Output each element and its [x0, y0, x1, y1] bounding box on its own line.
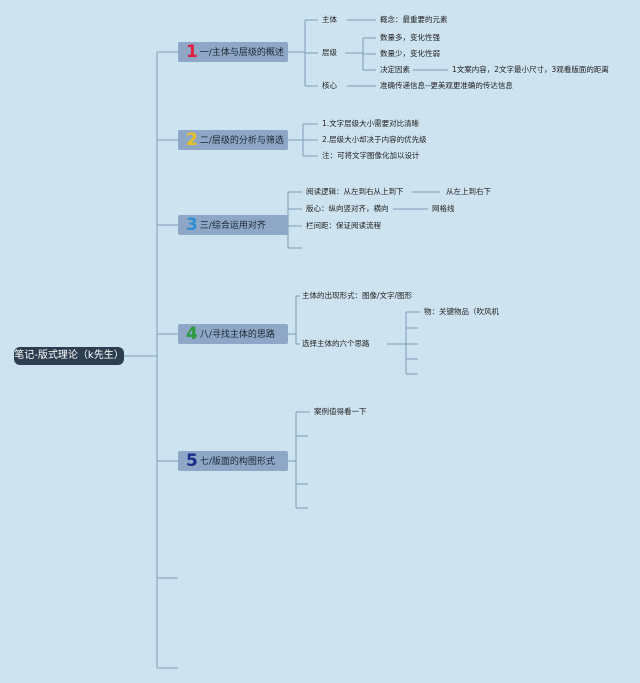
node-jueding[interactable]: 决定因素 [380, 65, 410, 74]
node-anli[interactable]: 案例值得看一下 [314, 407, 367, 416]
node-jueding-detail[interactable]: 1文案内容，2文字最小尺寸，3观看版面的距离 [452, 65, 609, 74]
node-yuedu[interactable]: 阅读逻辑：从左到右从上到下 [306, 187, 404, 196]
branch-4-number: 4 [186, 324, 198, 344]
branch-3-number: 3 [186, 215, 198, 235]
node-b2-item2[interactable]: 2.层级大小却决于内容的优先级 [322, 135, 427, 144]
branch-2-number: 2 [186, 130, 198, 150]
branch-1-number: 1 [186, 42, 198, 62]
branch-4-label: 八/寻找主体的思路 [199, 330, 275, 340]
node-hexin-detail[interactable]: 准确传递信息--更美观更准确的传达信息 [380, 81, 513, 90]
node-cengji[interactable]: 层级 [322, 48, 337, 57]
node-lanjian[interactable]: 栏间距：保证阅读流程 [306, 221, 381, 230]
branch-3-label: 三/综合运用对齐 [199, 221, 266, 231]
root-node[interactable]: 笔记-版式理论（k先生） [14, 347, 124, 365]
node-b2-item1[interactable]: 1.文字层级大小需要对比清晰 [322, 119, 420, 128]
branch-5-label: 七/版面的构图形式 [199, 457, 275, 467]
branch-2-label: 二/层级的分析与筛选 [199, 136, 284, 146]
node-zhuti[interactable]: 主体 [322, 15, 337, 24]
node-b2-item3[interactable]: 注：可将文字图像化加以设计 [322, 151, 420, 160]
node-banxin-detail[interactable]: 网格线 [432, 204, 455, 213]
branch-1-label: 一/主体与层级的概述 [199, 48, 284, 58]
node-shuliangshao[interactable]: 数量少，变化性弱 [380, 49, 440, 58]
node-xuanze[interactable]: 选择主体的六个思路 [302, 339, 370, 348]
node-hexin[interactable]: 核心 [322, 81, 337, 90]
node-chuxian[interactable]: 主体的出现形式：图像/文字/图形 [302, 291, 413, 300]
node-yuedu-detail[interactable]: 从左上到右下 [446, 187, 491, 196]
node-gainian[interactable]: 概念：最重要的元素 [380, 15, 448, 24]
node-banxin[interactable]: 版心：纵向竖对齐，横向 [306, 204, 389, 213]
node-wu[interactable]: 物：关键物品（吹风机 [424, 307, 499, 316]
node-shuliangduo[interactable]: 数量多，变化性强 [380, 33, 440, 42]
branch-5-number: 5 [186, 451, 198, 471]
